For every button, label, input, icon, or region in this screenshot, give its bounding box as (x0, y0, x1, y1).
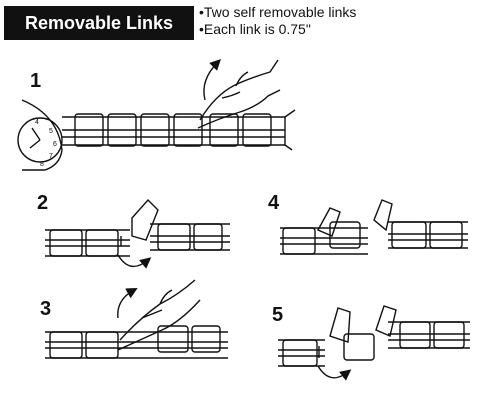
pull-arrow-icon (117, 287, 138, 319)
bullet-item: •Two self removable links (199, 4, 357, 20)
step-5-illustration (278, 305, 470, 381)
pull-arrow-icon (203, 59, 221, 101)
removed-link-icon (131, 198, 159, 241)
step-3-illustration (45, 279, 228, 359)
svg-text:7: 7 (49, 153, 53, 160)
svg-text:8: 8 (40, 161, 44, 168)
bullet-item: •Each link is 0.75" (199, 21, 311, 37)
step-1-illustration: 4 5 6 7 8 (17, 59, 296, 171)
step-2-illustration (45, 198, 230, 269)
step-4-illustration (280, 199, 468, 255)
title-banner: Removable Links (4, 6, 194, 40)
svg-text:5: 5 (49, 128, 53, 135)
title-text: Removable Links (24, 12, 174, 33)
step-number-5: 5 (272, 304, 284, 326)
bracelet-band-4 (280, 199, 468, 255)
step-number-1: 1 (30, 70, 42, 92)
step-number-4: 4 (268, 192, 280, 214)
step-number-2: 2 (37, 192, 49, 214)
open-link-icon (375, 305, 397, 337)
step-number-3: 3 (40, 298, 52, 320)
swing-arrow-icon (317, 365, 352, 381)
svg-text:6: 6 (53, 141, 57, 148)
bracelet-band-5 (278, 305, 470, 367)
bracelet-band-2 (45, 198, 230, 257)
open-link-icon (329, 307, 351, 343)
hand-icon (197, 59, 281, 129)
open-link-icon (373, 199, 393, 232)
svg-text:4: 4 (35, 119, 39, 126)
bracelet-band-1 (62, 109, 296, 151)
open-link-icon (317, 207, 341, 237)
hand-icon (117, 279, 201, 351)
swing-arrow-icon (117, 254, 152, 269)
info-bullets: •Two self removable links •Each link is … (199, 4, 356, 38)
detached-link-icon (343, 333, 375, 361)
watch-face-icon: 4 5 6 7 8 (17, 99, 63, 171)
